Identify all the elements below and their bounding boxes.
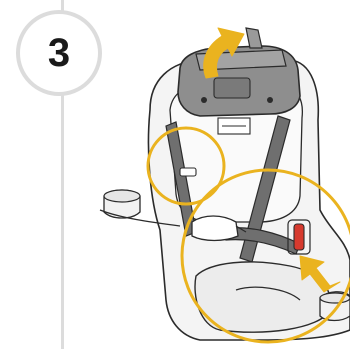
step-number: 3 [48,33,70,73]
hand-left [192,216,238,241]
step-badge: 3 [16,10,102,96]
car-seat-illustration [96,0,350,349]
release-button [294,224,304,250]
